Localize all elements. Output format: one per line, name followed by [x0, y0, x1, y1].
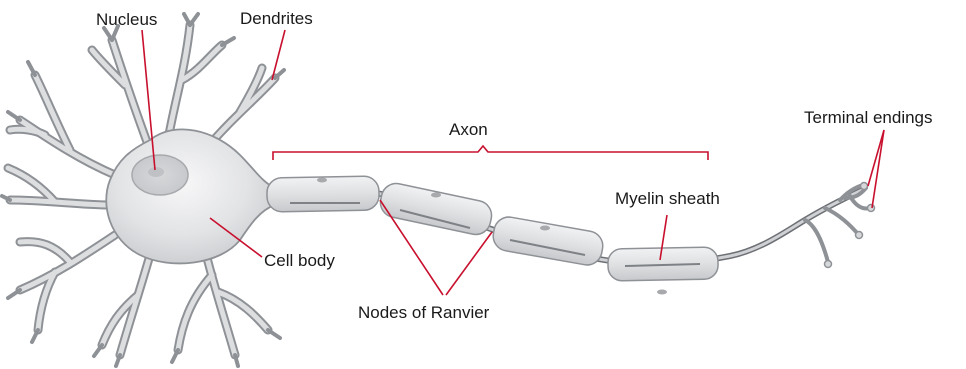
- nucleolus-shape: [148, 167, 164, 177]
- nodes-leader-2: [446, 232, 492, 295]
- cell-body-shape: [106, 129, 275, 263]
- nucleus-label: Nucleus: [96, 10, 157, 29]
- dendrites-label: Dendrites: [240, 9, 313, 28]
- terminal-leader-2: [872, 130, 884, 208]
- myelin-sheath-label: Myelin sheath: [615, 189, 720, 208]
- terminal-endings-label: Terminal endings: [804, 108, 933, 127]
- axon-terminals: [805, 183, 875, 268]
- axon-bracket: [273, 146, 708, 160]
- axon-label: Axon: [449, 120, 488, 139]
- myelin-segment: [491, 215, 605, 268]
- cell-body-label: Cell body: [264, 251, 335, 270]
- nodes-of-ranvier-label: Nodes of Ranvier: [358, 303, 490, 322]
- myelin-segment: [378, 181, 495, 238]
